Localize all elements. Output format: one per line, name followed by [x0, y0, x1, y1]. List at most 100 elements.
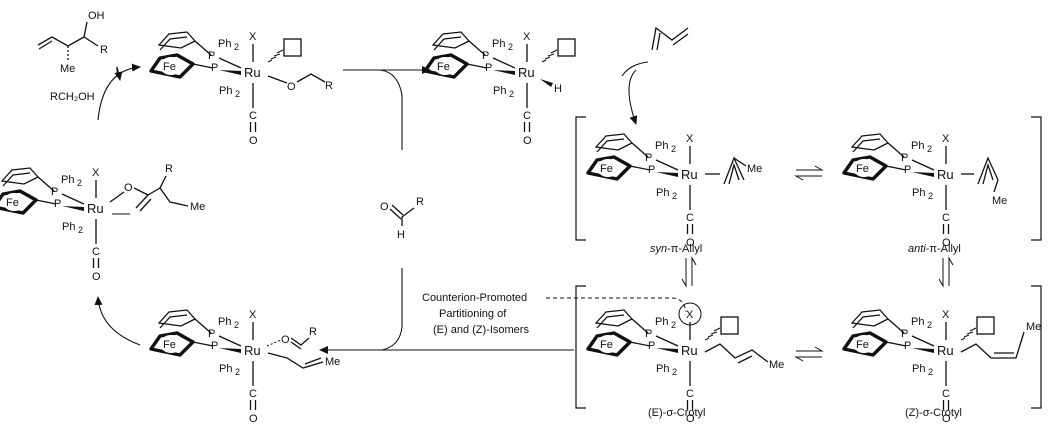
svg-text:O: O [942, 413, 951, 425]
svg-text:Ph: Ph [656, 187, 669, 199]
svg-text:Ph: Ph [656, 363, 669, 375]
svg-text:Me: Me [1026, 321, 1041, 333]
svg-text:P: P [208, 328, 215, 340]
svg-text:2: 2 [508, 42, 513, 52]
svg-text:2: 2 [672, 367, 677, 377]
svg-text:2: 2 [927, 144, 932, 154]
lower-bracket-left [575, 285, 586, 409]
svg-text:C: C [942, 212, 950, 224]
svg-text:(E) and (Z)-Isomers: (E) and (Z)-Isomers [433, 324, 529, 336]
svg-text:2: 2 [671, 320, 676, 330]
svg-text:X: X [942, 309, 950, 321]
svg-text:Me: Me [992, 195, 1007, 207]
butadiene [651, 26, 689, 51]
svg-text:2: 2 [671, 144, 676, 154]
svg-text:O: O [281, 334, 290, 346]
svg-text:O: O [686, 237, 695, 249]
svg-text:2: 2 [509, 89, 514, 99]
svg-text:Me: Me [190, 201, 205, 213]
svg-text:P: P [901, 152, 908, 164]
svg-text:P: P [211, 340, 218, 352]
svg-text:Fe: Fe [163, 61, 176, 73]
svg-text:C: C [92, 246, 100, 258]
z-crotyl-label: (Z)-σ-Crotyl [905, 407, 962, 419]
svg-text:P: P [482, 50, 489, 62]
svg-text:2: 2 [928, 191, 933, 201]
svg-text:2: 2 [928, 367, 933, 377]
svg-text:R: R [416, 196, 424, 208]
anti-allyl-label: anti-π-Allyl [908, 243, 961, 255]
counterion-note: Counterion-Promoted Partitioning of (E) … [422, 292, 529, 336]
svg-text:Fe: Fe [856, 163, 869, 175]
svg-text:C: C [686, 388, 694, 400]
svg-text:Fe: Fe [437, 61, 450, 73]
svg-text:Ru: Ru [681, 343, 698, 358]
svg-text:C: C [942, 388, 950, 400]
svg-text:Ru: Ru [937, 343, 954, 358]
crotyl-isomer-equilibrium [794, 346, 824, 362]
svg-text:Me: Me [747, 163, 762, 175]
svg-text:Ph: Ph [911, 316, 924, 328]
svg-text:Ph: Ph [218, 38, 231, 50]
svg-text:Ph: Ph [911, 140, 924, 152]
svg-text:O: O [249, 135, 258, 147]
svg-text:Fe: Fe [6, 197, 19, 209]
svg-text:R: R [309, 326, 317, 338]
svg-text:Me: Me [769, 359, 784, 371]
svg-text:O: O [287, 81, 296, 93]
hydrometalation-arrow [628, 69, 638, 125]
svg-text:O: O [380, 201, 389, 213]
svg-text:O: O [523, 135, 532, 147]
svg-text:O: O [124, 182, 133, 194]
butadiene-entry-arrow [621, 61, 649, 77]
svg-text:Ph: Ph [912, 187, 925, 199]
svg-text:Ru: Ru [244, 343, 261, 358]
svg-text:O: O [92, 271, 101, 283]
svg-text:R: R [165, 163, 173, 175]
svg-text:C: C [249, 110, 257, 122]
svg-text:P: P [54, 198, 61, 210]
cycle-arrow-upper-left [97, 63, 141, 121]
alcohol-reagent: RCH₂OH [50, 91, 95, 103]
svg-text:P: P [485, 62, 492, 74]
svg-text:Me: Me [60, 63, 75, 75]
counterion-dashed-link [546, 297, 687, 313]
svg-text:P: P [645, 328, 652, 340]
svg-text:Ph: Ph [912, 363, 925, 375]
svg-text:R: R [325, 80, 333, 92]
svg-text:Ph: Ph [61, 174, 74, 186]
svg-text:X: X [92, 167, 100, 179]
svg-text:X: X [523, 31, 531, 43]
svg-text:Ru: Ru [937, 167, 954, 182]
svg-text:Fe: Fe [600, 339, 613, 351]
svg-text:X: X [942, 133, 950, 145]
svg-text:Ph: Ph [218, 316, 231, 328]
svg-text:2: 2 [235, 89, 240, 99]
svg-text:2: 2 [234, 320, 239, 330]
svg-text:2: 2 [77, 178, 82, 188]
svg-text:P: P [648, 164, 655, 176]
svg-text:O: O [686, 413, 695, 425]
svg-text:Ph: Ph [62, 221, 75, 233]
svg-text:C: C [523, 110, 531, 122]
aldehyde: O R H [380, 196, 424, 241]
svg-text:Fe: Fe [856, 339, 869, 351]
lower-bracket-right [1031, 285, 1042, 409]
svg-text:Fe: Fe [163, 339, 176, 351]
svg-text:P: P [645, 152, 652, 164]
svg-text:X: X [249, 309, 257, 321]
svg-text:Fe: Fe [600, 163, 613, 175]
aldehyde-release-branch [379, 69, 403, 150]
product-release-arrow [114, 66, 123, 81]
anti-crotyl-equilibrium [938, 256, 954, 288]
svg-text:P: P [904, 340, 911, 352]
svg-text:X: X [249, 31, 257, 43]
svg-text:H: H [554, 83, 562, 95]
svg-text:H: H [397, 229, 405, 241]
